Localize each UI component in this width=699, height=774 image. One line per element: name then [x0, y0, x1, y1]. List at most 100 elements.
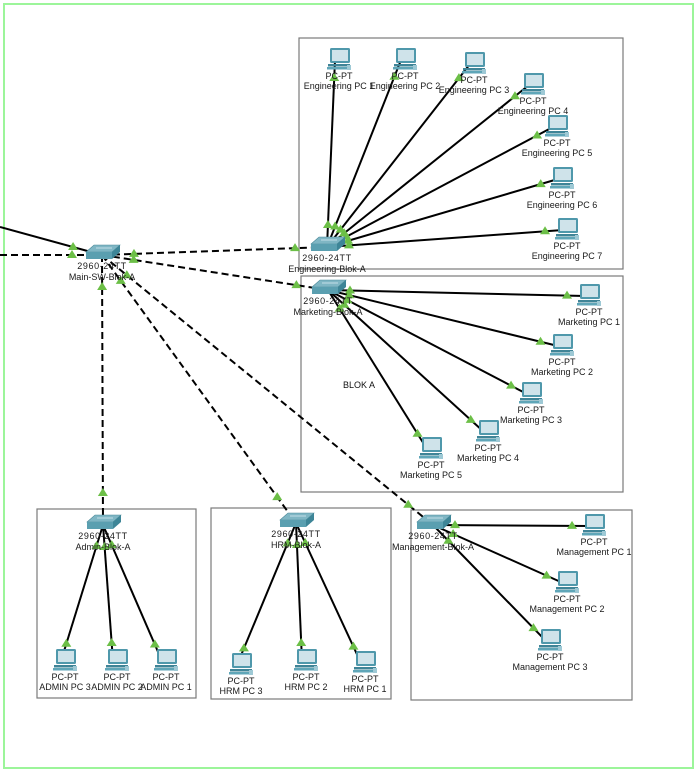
- link-eng-e3[interactable]: [326, 63, 471, 248]
- link-mkt-m5[interactable]: [327, 289, 428, 450]
- port-status-icon: [348, 641, 359, 650]
- switch-name-label: Management-Blok-A: [392, 542, 474, 552]
- port-status-icon: [68, 242, 79, 251]
- link-eng-e7[interactable]: [326, 229, 564, 248]
- pc-icon: [353, 651, 377, 673]
- link-mgt-g1[interactable]: [432, 524, 591, 527]
- pc-name-label: Engineering PC 3: [439, 85, 510, 95]
- pc-icon: [555, 571, 579, 593]
- link-eng-e4[interactable]: [326, 84, 530, 248]
- link-mkt-m2[interactable]: [327, 289, 559, 347]
- link-hrm-h1[interactable]: [295, 522, 362, 664]
- pc-name-label: Engineering PC 1: [304, 81, 375, 91]
- link-mkt-m3[interactable]: [327, 289, 528, 395]
- port-status-icon: [540, 226, 551, 235]
- port-status-icon: [535, 336, 546, 345]
- pc-model-label: PC-PT: [352, 674, 380, 684]
- port-status-icon: [106, 638, 117, 647]
- port-status-icon: [61, 638, 72, 647]
- port-status-icon: [290, 243, 301, 252]
- pc-name-label: Engineering PC 5: [522, 148, 593, 158]
- pc-name-label: HRM PC 1: [343, 684, 386, 694]
- pc-name-label: Management PC 1: [556, 547, 631, 557]
- port-status-icon: [67, 250, 77, 258]
- box-admin: [36, 508, 197, 699]
- pc-model-label: PC-PT: [153, 672, 181, 682]
- pc-icon: [577, 284, 601, 306]
- switch-model-label: 2960-24TT: [408, 531, 457, 541]
- link-eng-e6[interactable]: [326, 178, 559, 248]
- pc-model-label: PC-PT: [52, 672, 80, 682]
- link-mkt-m1[interactable]: [327, 289, 586, 297]
- link-main-eng[interactable]: [101, 246, 328, 256]
- ports-layer: [61, 71, 578, 652]
- box-management: [410, 509, 633, 701]
- link-main-adm[interactable]: [101, 254, 104, 526]
- port-status-icon: [272, 492, 283, 501]
- link-mgt-g3[interactable]: [432, 524, 547, 642]
- pc-icon: [476, 420, 500, 442]
- port-status-icon: [532, 130, 543, 139]
- link-uplink-main[interactable]: [0, 226, 103, 256]
- link-eng-e2[interactable]: [326, 59, 402, 248]
- port-status-icon: [343, 235, 354, 244]
- link-main-mkt[interactable]: [101, 254, 329, 291]
- port-status-icon: [453, 73, 464, 82]
- area-label: BLOK A: [343, 380, 375, 390]
- port-status-icon: [506, 380, 517, 389]
- switch-model-label: 2960-24TT: [271, 529, 320, 539]
- link-hrm-h3[interactable]: [236, 522, 297, 666]
- pc-model-label: PC-PT: [475, 443, 503, 453]
- switch-name-label: Marketing-Blok-A: [293, 307, 362, 317]
- pc-model-label: PC-PT: [537, 652, 565, 662]
- link-main-mgt[interactable]: [101, 254, 434, 526]
- switch-model-label: 2960-24TT: [303, 296, 352, 306]
- port-status-icon: [300, 537, 311, 546]
- port-status-icon: [128, 248, 139, 257]
- pc-name-label: Management PC 2: [529, 604, 604, 614]
- switch-name-label: HRM-Blok-A: [271, 540, 321, 550]
- pc-model-label: PC-PT: [554, 241, 582, 251]
- switch-icon: [311, 279, 347, 294]
- port-status-icon: [291, 539, 302, 548]
- link-mkt-m4[interactable]: [327, 289, 485, 433]
- link-eng-e1[interactable]: [326, 59, 336, 248]
- switch-name-label: Admin-Blok-A: [75, 542, 130, 552]
- link-main-hrm[interactable]: [101, 254, 297, 524]
- link-eng-e5[interactable]: [326, 126, 554, 248]
- port-status-icon: [412, 428, 423, 437]
- pc-model-label: PC-PT: [461, 75, 489, 85]
- switch-icon: [86, 514, 122, 529]
- port-status-icon: [343, 240, 354, 249]
- port-status-icon: [528, 623, 539, 632]
- pc-icon: [521, 73, 545, 95]
